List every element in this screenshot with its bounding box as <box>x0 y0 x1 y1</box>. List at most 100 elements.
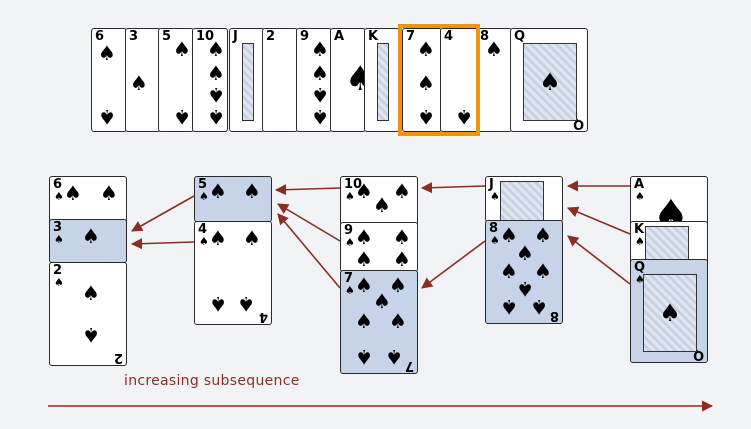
spade-icon: ♠ <box>393 247 411 271</box>
arrow <box>277 203 341 242</box>
queen-face-icon: ♠ <box>643 274 697 352</box>
card-rank: Q <box>634 260 646 275</box>
arrow <box>566 206 631 235</box>
top-card-6[interactable]: 6 ♠ ♠ <box>91 28 127 132</box>
spade-icon: ♠ <box>355 225 373 249</box>
card-rank: 2 <box>53 263 63 278</box>
spade-icon: ♠ <box>373 289 391 313</box>
top-card-2[interactable]: 2 <box>262 28 298 132</box>
pile-card-2[interactable]: 2 2 ♠ ♠ ♠ <box>49 262 127 366</box>
spade-icon: ♠ <box>393 179 411 203</box>
spade-icon: ♠ <box>98 41 116 65</box>
spade-icon: ♠ <box>635 190 645 203</box>
spade-icon: ♠ <box>209 226 227 250</box>
spade-icon: ♠ <box>199 190 209 203</box>
spade-icon: ♠ <box>500 259 518 283</box>
spade-icon: ♠ <box>311 61 329 85</box>
king-face-icon <box>645 226 689 264</box>
spade-icon: ♠ <box>54 190 64 203</box>
card-rank: 5 <box>162 29 172 44</box>
spade-icon: ♠ <box>207 61 225 85</box>
card-rank: K <box>634 222 645 237</box>
spade-icon: ♠ <box>82 281 100 305</box>
top-card-10[interactable]: 10 ♠ ♠ ♠ ♠ <box>192 28 228 132</box>
spade-icon: ♠ <box>534 223 552 247</box>
top-card-5[interactable]: 5 ♠ ♠ <box>158 28 194 132</box>
pile-card-7[interactable]: 7 7 ♠ ♠ ♠ ♠ ♠ ♠ ♠ ♠ <box>340 270 418 374</box>
arrow <box>130 238 195 250</box>
spade-icon: ♠ <box>199 235 209 248</box>
top-card-J[interactable]: J <box>229 28 265 132</box>
card-rank: A <box>334 29 345 44</box>
pile-card-3[interactable]: 3 ♠ ♠ <box>49 219 127 263</box>
spade-icon: ♠ <box>635 273 645 286</box>
spade-icon: ♠ <box>54 233 64 246</box>
card-rank: 8 <box>480 29 490 44</box>
caption-label: increasing subsequence <box>124 373 300 389</box>
top-card-Q[interactable]: Q Q ♠ <box>510 28 588 132</box>
spade-icon: ♠ <box>207 37 225 61</box>
card-rank: 2 <box>266 29 276 44</box>
spade-icon: ♠ <box>635 235 645 248</box>
card-rank: J <box>233 29 238 44</box>
card-rank: 5 <box>198 177 208 192</box>
top-card-8[interactable]: 8 ♠ <box>476 28 512 132</box>
selection-highlight <box>398 24 480 136</box>
spade-icon: ♠ <box>345 62 365 96</box>
pile-card-Q[interactable]: Q Q ♠ ♠ <box>630 259 708 363</box>
card-rank: 3 <box>53 220 63 235</box>
card-rank: 4 <box>198 222 208 237</box>
spade-icon: ♠ <box>490 234 500 247</box>
king-face-icon <box>377 43 389 121</box>
card-rank: 10 <box>196 29 215 44</box>
spade-icon: ♠ <box>54 276 64 289</box>
arrow <box>420 182 486 194</box>
spade-icon: ♠ <box>355 309 373 333</box>
spade-icon: ♠ <box>82 224 100 248</box>
card-rank: 8 <box>489 221 499 236</box>
jack-face-icon <box>500 181 544 221</box>
pile-card-8[interactable]: 8 8 ♠ ♠ ♠ ♠ ♠ ♠ ♠ ♠ ♠ <box>485 220 563 324</box>
spade-icon: ♠ <box>534 259 552 283</box>
pile-card-K[interactable]: K ♠ <box>630 221 708 265</box>
top-card-K[interactable]: K <box>364 28 400 132</box>
spade-icon: ♠ <box>243 179 261 203</box>
jack-face-icon <box>242 43 254 121</box>
spade-icon: ♠ <box>500 223 518 247</box>
arrow <box>131 195 195 232</box>
spade-icon: ♠ <box>130 71 148 95</box>
spade-icon: ♠ <box>389 309 407 333</box>
top-card-4[interactable]: 4 ♠ <box>440 28 480 132</box>
card-rank: 7 <box>344 271 354 286</box>
spade-icon: ♠ <box>417 37 435 61</box>
spade-icon: ♠ <box>355 247 373 271</box>
pile-card-J[interactable]: J ♠ <box>485 176 563 222</box>
spade-icon: ♠ <box>355 273 373 297</box>
top-card-7[interactable]: 7 ♠ ♠ ♠ <box>402 28 442 132</box>
spade-icon: ♠ <box>311 37 329 61</box>
spade-icon: ♠ <box>345 236 355 249</box>
spade-icon: ♠ <box>243 226 261 250</box>
arrow <box>277 213 341 289</box>
spade-icon: ♠ <box>490 190 500 203</box>
card-rank: 6 <box>53 177 63 192</box>
card-rank: J <box>489 177 494 192</box>
spade-icon: ♠ <box>173 37 191 61</box>
spade-icon: ♠ <box>485 37 503 61</box>
pile-card-A[interactable]: A ♠ ♠ <box>630 176 708 226</box>
spade-icon: ♠ <box>345 284 355 297</box>
pile-card-10[interactable]: 10 ♠ ♠ ♠ ♠ <box>340 176 418 226</box>
card-rank: 10 <box>344 177 363 192</box>
pile-card-4[interactable]: 4 4 ♠ ♠ ♠ ♠ ♠ <box>194 221 272 325</box>
card-rank: 9 <box>344 223 354 238</box>
top-card-9[interactable]: 9 ♠ ♠ ♠ ♠ <box>296 28 332 132</box>
card-rank: 7 <box>406 29 416 44</box>
arrow <box>421 240 486 289</box>
card-rank: K <box>368 29 379 44</box>
spade-icon: ♠ <box>373 193 391 217</box>
spade-icon: ♠ <box>355 179 373 203</box>
arrow <box>567 235 631 285</box>
queen-face-icon: ♠ <box>523 43 577 121</box>
card-rank: Q <box>514 29 526 44</box>
